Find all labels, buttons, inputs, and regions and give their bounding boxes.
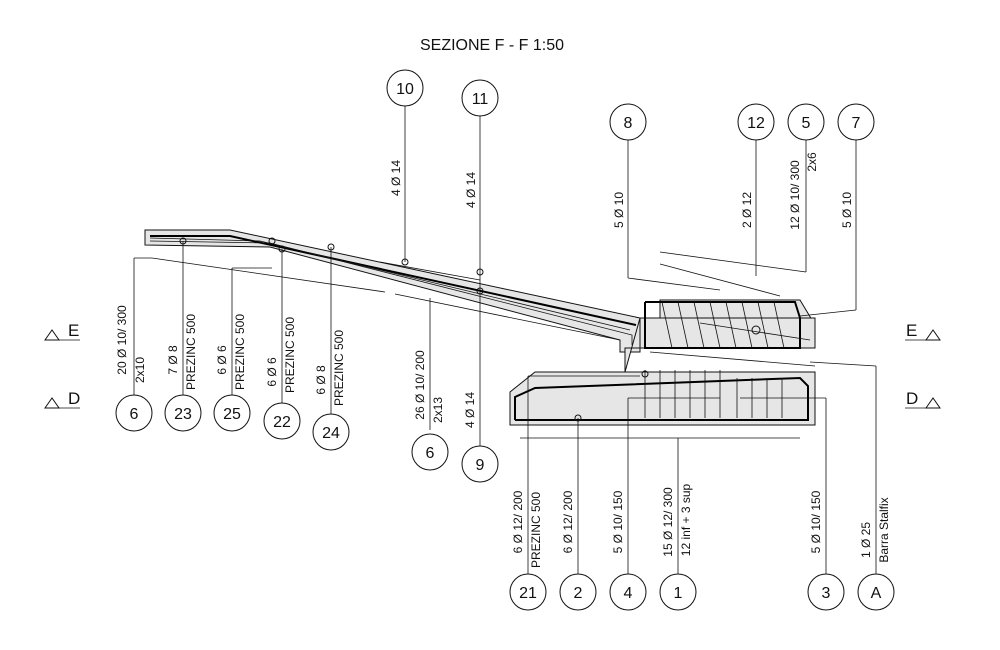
bubble-3: 3	[807, 573, 845, 611]
bubble-5: 5	[787, 103, 825, 141]
bubble-10: 10	[386, 69, 424, 107]
bubble-23: 23	[164, 394, 202, 432]
section-letter-e-right: E	[906, 321, 917, 340]
bubble-11: 11	[461, 79, 499, 117]
section-marker-e-left-icon	[44, 329, 60, 341]
rebar-dot-4	[641, 370, 649, 378]
leader-lines	[45, 103, 940, 575]
slab-bottom-rebar	[149, 240, 633, 345]
beam-main-body	[639, 317, 816, 349]
bubble-7: 7	[837, 103, 875, 141]
label-6-left-b: 2x10	[133, 357, 147, 383]
section-marker-d-left-icon	[44, 397, 60, 409]
label-24-a: 6 Ø 8	[314, 365, 328, 395]
bubble-6-center: 6	[411, 433, 449, 471]
label-a-a: 1 Ø 25	[859, 522, 873, 558]
rebar-dot-25	[268, 237, 276, 245]
label-3: 5 Ø 10/ 150	[809, 490, 823, 553]
label-2: 6 Ø 12/ 200	[561, 490, 575, 553]
svg-text:1: 1	[674, 585, 683, 602]
label-22-a: 6 Ø 6	[265, 357, 279, 387]
svg-text:3: 3	[822, 585, 831, 602]
label-24-b: PREZINC 500	[332, 330, 346, 406]
label-23-a: 7 Ø 8	[166, 345, 180, 375]
label-25-b: PREZINC 500	[233, 314, 247, 390]
svg-text:5: 5	[802, 115, 811, 132]
bubble-21: 21	[509, 573, 547, 611]
svg-text:4: 4	[624, 585, 633, 602]
svg-text:9: 9	[476, 457, 485, 474]
section-letter-e-left: E	[68, 321, 79, 340]
svg-text:10: 10	[396, 81, 414, 98]
label-22-b: PREZINC 500	[283, 317, 297, 393]
label-6-center-b: 2x13	[431, 397, 445, 423]
label-11: 4 Ø 14	[464, 172, 478, 208]
section-letter-d-right: D	[906, 389, 918, 408]
svg-text:11: 11	[472, 91, 489, 108]
svg-text:24: 24	[322, 425, 340, 442]
section-marker-e-right-icon	[925, 329, 941, 341]
label-12: 2 Ø 12	[740, 192, 754, 228]
label-5-a: 12 Ø 10/ 300	[788, 160, 802, 230]
label-25-a: 6 Ø 6	[215, 345, 229, 375]
section-letter-d-left: D	[68, 389, 80, 408]
label-5-b: 2x6	[805, 152, 819, 172]
bubble-9: 9	[461, 445, 499, 483]
bubble-6-left: 6	[115, 394, 153, 432]
label-a-b: Barra Stalfix	[877, 497, 891, 562]
label-1-b: 12 inf + 3 sup	[679, 483, 693, 556]
bubble-1: 1	[659, 573, 697, 611]
section-marker-d-right-icon	[925, 397, 941, 409]
rebar-10-line	[379, 261, 481, 281]
label-21-a: 6 Ø 12/ 200	[511, 490, 525, 553]
svg-text:2: 2	[574, 585, 583, 602]
bubble-8: 8	[609, 103, 647, 141]
svg-text:6: 6	[130, 406, 139, 423]
slab-top-rebar	[150, 235, 637, 326]
label-1-a: 15 Ø 12/ 300	[661, 487, 675, 557]
beam-stirrups	[644, 301, 816, 367]
bubble-24: 24	[312, 413, 350, 451]
drawing-title: SEZIONE F - F 1:50	[420, 37, 564, 54]
bubble-12: 12	[737, 103, 775, 141]
label-6-center-a: 26 Ø 10/ 200	[413, 350, 427, 420]
svg-text:7: 7	[852, 115, 861, 132]
bubble-25: 25	[213, 394, 251, 432]
svg-text:22: 22	[273, 414, 291, 431]
label-23-b: PREZINC 500	[184, 314, 198, 390]
svg-text:12: 12	[747, 115, 765, 132]
label-7: 5 Ø 10	[840, 192, 854, 228]
svg-text:8: 8	[624, 115, 633, 132]
svg-text:21: 21	[519, 585, 537, 602]
label-9: 4 Ø 14	[463, 392, 477, 428]
label-8: 5 Ø 10	[612, 192, 626, 228]
label-10: 4 Ø 14	[389, 160, 403, 196]
svg-text:A: A	[871, 585, 882, 602]
bubble-2: 2	[559, 573, 597, 611]
cantilever-slab	[144, 229, 641, 353]
bubble-4: 4	[609, 573, 647, 611]
slab-mesh	[149, 237, 631, 331]
label-4: 5 Ø 10/ 150	[611, 490, 625, 553]
stalfix-bar-dot	[751, 325, 761, 335]
bubble-a: A	[857, 573, 895, 611]
svg-text:25: 25	[223, 406, 241, 423]
svg-text:6: 6	[426, 445, 435, 462]
label-6-left-a: 20 Ø 10/ 300	[115, 305, 129, 375]
svg-text:23: 23	[174, 406, 192, 423]
bubble-22: 22	[263, 402, 301, 440]
label-21-b: PREZINC 500	[529, 492, 543, 568]
